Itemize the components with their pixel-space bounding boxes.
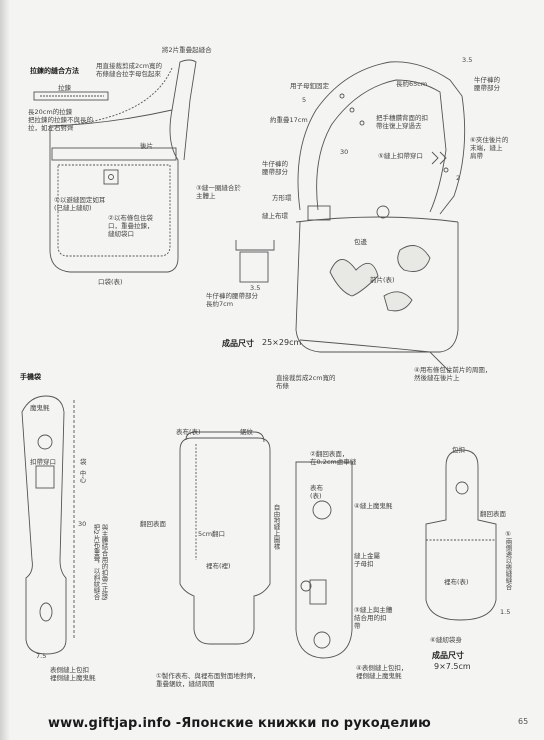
step1-label: ①以避縫固定如耳 (已縫上縫紉): [54, 196, 106, 212]
zipper-drawing: [33, 91, 109, 101]
dim-5: 5: [302, 96, 307, 104]
dim-30: 30: [340, 148, 349, 156]
step3-label: ③縫一圈縫合於 主體上: [196, 184, 241, 200]
dim-1-5: 1.5: [500, 608, 511, 616]
velcro-label: 魔鬼氈: [30, 404, 50, 412]
finished-pouch: [425, 449, 497, 621]
lining-label-2: 裡布(表): [444, 578, 469, 586]
back-piece-label: 後片: [140, 142, 153, 150]
snap-note: 表側縫上包扣 裡側縫上魔鬼氈: [50, 666, 96, 682]
pouch-step5: ⑤兩側邊以捲縫縫合: [504, 530, 512, 590]
pouch-step3: ③縫上與主體 結合用的扣 帶: [354, 606, 393, 630]
strap-slot-label: 扣帶穿口: [30, 458, 56, 466]
snap-step: 縫上金屬 子母扣: [354, 552, 380, 568]
zipper-label: 拉鍊: [58, 84, 71, 92]
back-piece-outline: [49, 59, 197, 273]
step2-label: ②以布條包住袋 口，重疊拉鍊， 縫紉袋口: [108, 214, 154, 238]
phone-strap: [21, 395, 67, 655]
step5-label: ⑤縫上扣帶穿口: [378, 152, 423, 160]
size-value-bag: 25×29cm: [262, 338, 302, 347]
lining-label: 裡布(裡): [206, 562, 231, 570]
velcro-step: ④縫上魔鬼氈: [354, 502, 393, 510]
book-binding-shadow: [0, 0, 10, 740]
bias-note: 直接裁剪成2cm寬的 布條: [276, 374, 336, 390]
center-label: 中心: [78, 470, 86, 483]
pouch-step1: ①製作表布、與裡布面對面地對齊， 重疊鋸紋，縫紉周圍: [156, 672, 260, 688]
zipper-note: 長20cm的拉鍊 把拉鍊的拉鍊不與長的 拉，如左右對齊: [28, 108, 93, 132]
bag-strap: [297, 61, 466, 215]
zigzag-label: 鋸紋: [240, 428, 253, 436]
cloth-loop-label: 縫上布環: [262, 212, 288, 220]
pouch-lining: [179, 437, 271, 645]
phone-pouch-heading: 手機袋: [20, 373, 41, 381]
front-label: 前片(表): [370, 276, 395, 284]
size-value-pouch: 9×7.5cm: [434, 662, 471, 671]
belt-loop-note: 牛仔褲的腰帶部分 長約7cm: [206, 292, 258, 308]
strap-note-right: 牛仔褲的 腰帶部分: [474, 76, 500, 92]
sew-note: 與主體結合用的扣帶(正接) 把2片布重疊，以斜紋縫合: [92, 524, 108, 601]
dim-7-5: 7.5: [36, 652, 47, 660]
overlap-note: 將2片重疊起縫合: [162, 46, 212, 54]
pocket-label: 口袋(表): [98, 278, 123, 286]
overlap-17: 約重疊17cm: [270, 116, 308, 124]
pouch-step2: ②翻回表面， 在0.2cm處車縫: [310, 450, 357, 466]
page-number: 65: [518, 717, 529, 726]
pouch-step6: ⑥縫紉袋身: [430, 636, 462, 644]
buckle-note: 用子母釦固定: [290, 82, 329, 90]
zipper-pull: [103, 169, 119, 185]
gap-label: 5cm翻口: [198, 530, 226, 538]
dim-3-5: 3.5: [462, 56, 473, 64]
binding-label: 包邊: [354, 238, 367, 246]
button-label: 包扣: [452, 446, 465, 454]
belt-loop-piece: [239, 251, 269, 283]
return-label: 翻回表面: [140, 520, 166, 528]
dim-30-strap: 30: [78, 520, 87, 528]
size-title-pouch: 成品尺寸: [432, 651, 464, 660]
ring-label: 方形環: [272, 194, 292, 202]
fold-through-note: 把手穗鑽背面的扣 帶往復上穿過去: [376, 114, 428, 130]
strap-tab: [295, 461, 353, 659]
dim-2: 2: [456, 174, 461, 182]
pocket-zipper: [51, 147, 177, 161]
step4-label: ④用布條包住前片的周圍， 然後縫在後片上: [414, 366, 492, 382]
flower-decoration: [329, 259, 379, 297]
square-ring: [307, 205, 331, 221]
center-top-label: 袋: [80, 458, 87, 466]
zipper-method-heading: 拉鍊的縫合方法: [30, 67, 79, 75]
strap-note-left: 牛仔褲的 腰帶部分: [262, 160, 288, 176]
fold-note: 用直接裁剪成2cm寬的 布條縫合拉字母包起來: [96, 62, 163, 78]
outer-fabric-label-2: 表布 (表): [310, 484, 323, 500]
length-65: 長約65cm: [396, 80, 428, 88]
free-design-note: 自由地縫上圖樣: [272, 504, 280, 550]
step6-label: ⑥夾住後片的 末端，縫上 肩帶: [470, 136, 509, 160]
pouch-step4: ④表側縫上包扣， 裡側縫上魔鬼氈: [356, 664, 408, 680]
return-label-2: 翻回表面: [480, 510, 506, 518]
size-title-bag: 成品尺寸: [222, 339, 254, 348]
watermark-footer: www.giftjap.info -Японские книжки по рук…: [48, 716, 431, 731]
outer-fabric-label: 表布(表): [176, 428, 201, 436]
bag-body-outline: [295, 221, 459, 353]
dim-3-5b: 3.5: [250, 284, 261, 292]
